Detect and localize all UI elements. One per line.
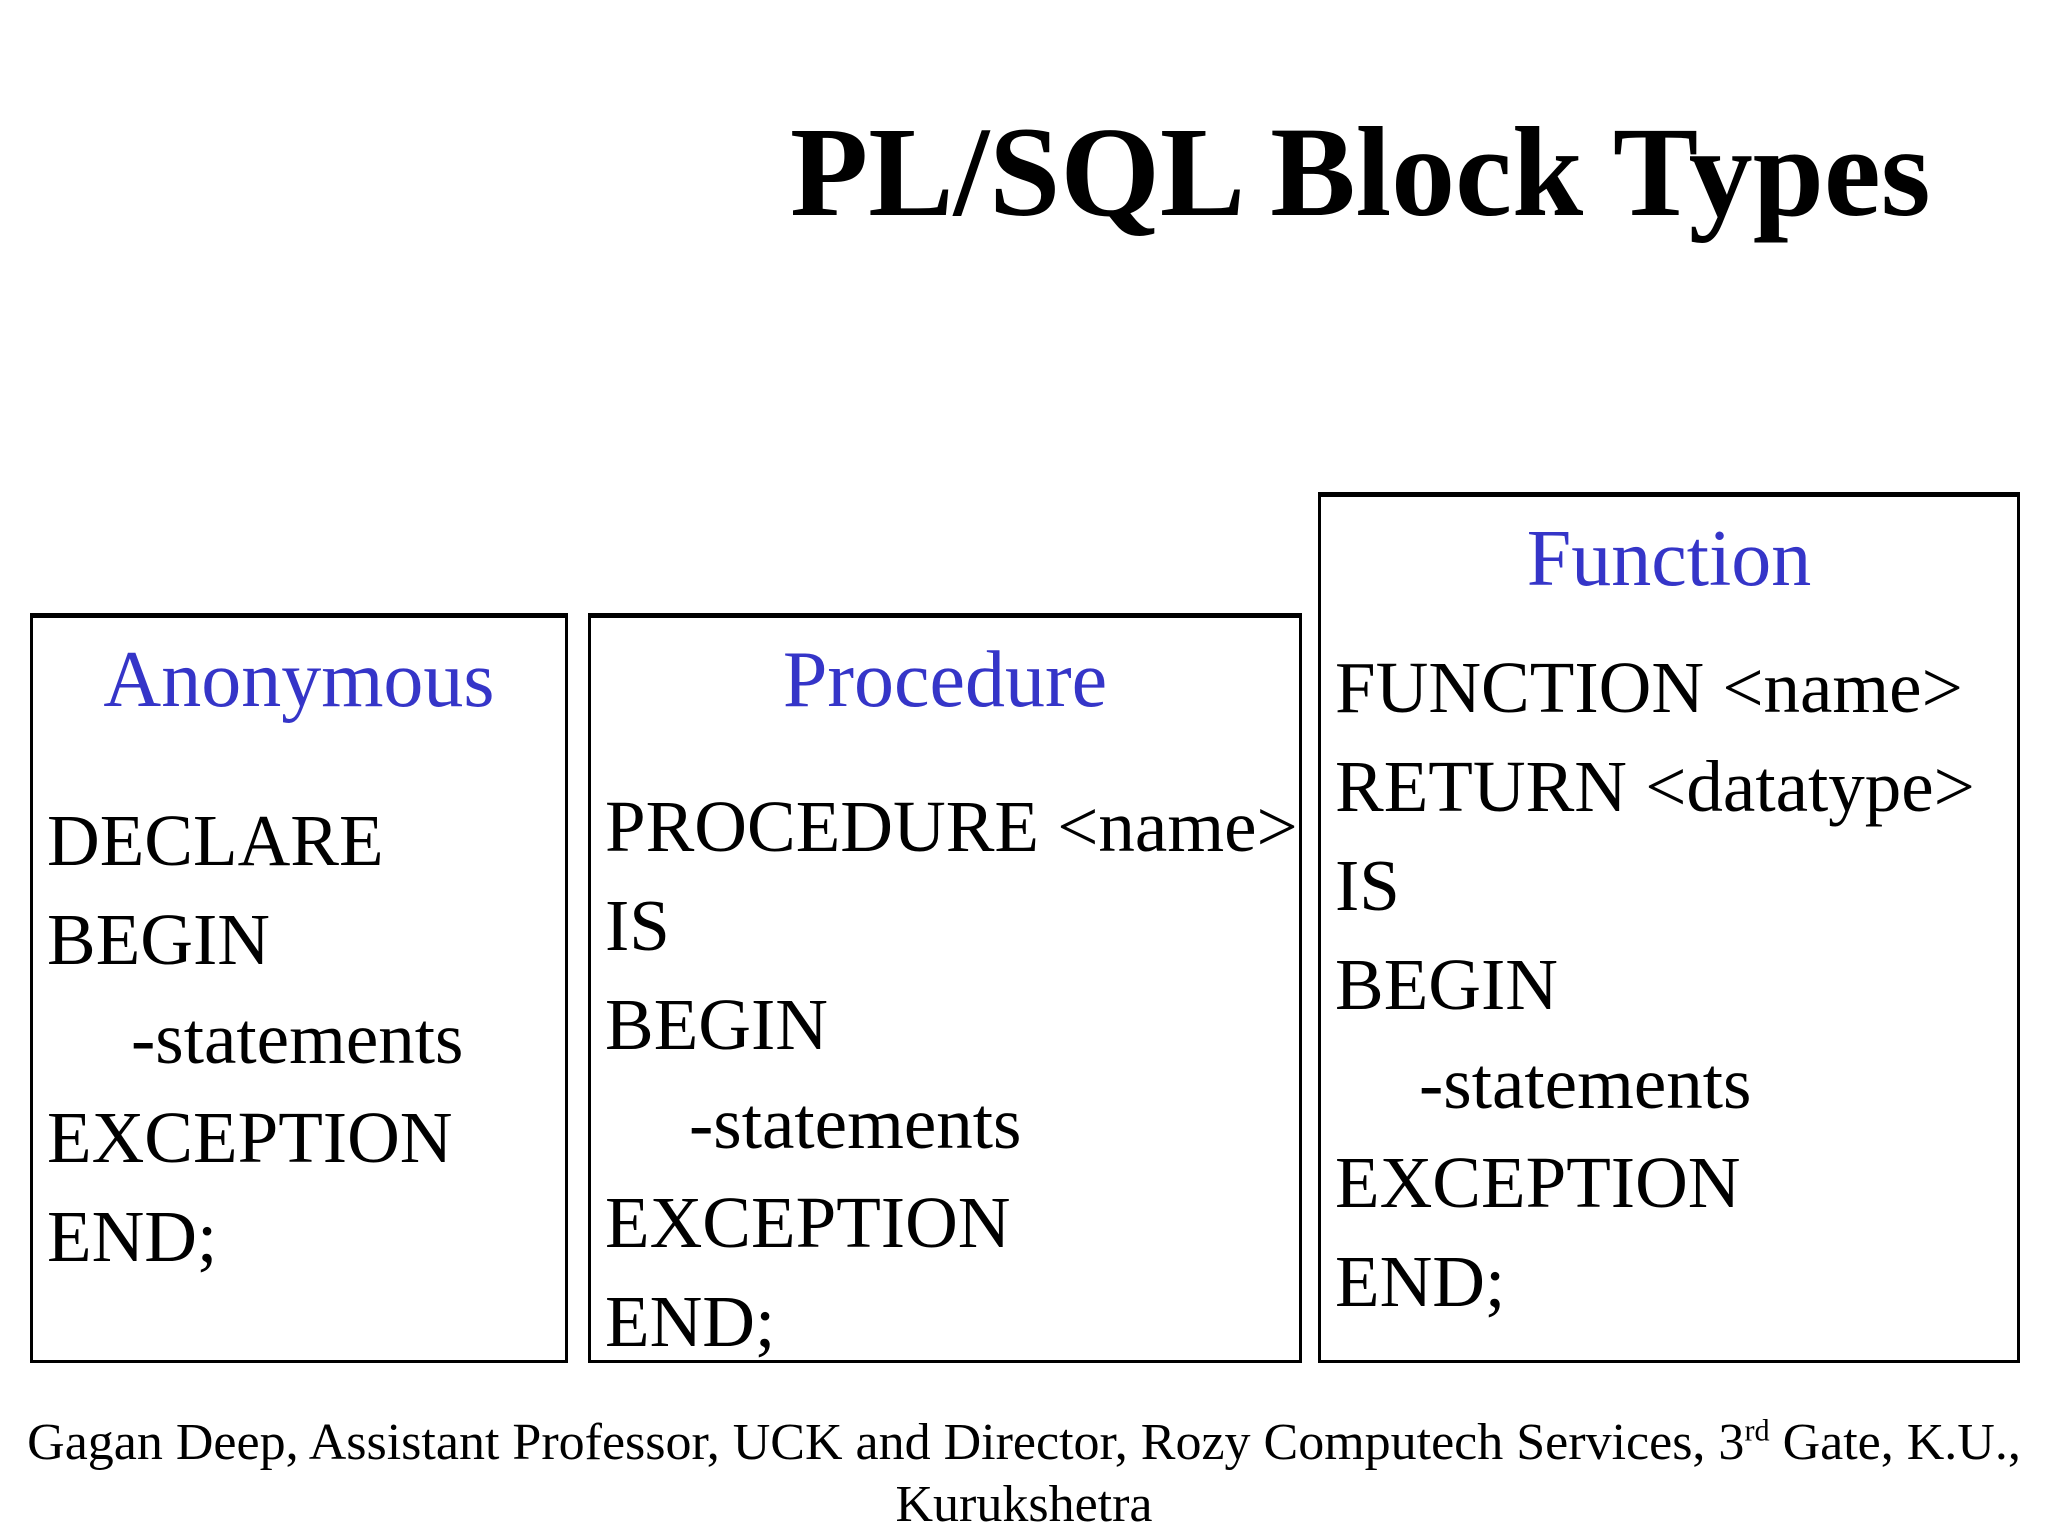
anonymous-box-title: Anonymous <box>103 636 495 724</box>
code-line: -statements <box>1419 1043 1752 1124</box>
function-block-box: Function FUNCTION <name> RETURN <datatyp… <box>1318 492 2020 1363</box>
footer-superscript: rd <box>1744 1413 1770 1448</box>
function-box-title: Function <box>1526 515 1812 603</box>
function-box-body: FUNCTION <name> RETURN <datatype> IS BEG… <box>1321 638 2017 1331</box>
code-line: IS <box>605 885 670 966</box>
anonymous-block-box: Anonymous DECLARE BEGIN -statements EXCE… <box>30 613 568 1363</box>
anonymous-box-body: DECLARE BEGIN -statements EXCEPTION END; <box>33 791 565 1286</box>
code-line: EXCEPTION <box>47 1097 453 1178</box>
code-line: DECLARE <box>47 800 384 881</box>
code-line: END; <box>605 1281 776 1362</box>
procedure-block-box: Procedure PROCEDURE <name> IS BEGIN -sta… <box>588 613 1302 1363</box>
code-line: EXCEPTION <box>1335 1142 1741 1223</box>
code-line: PROCEDURE <name> <box>605 786 1298 867</box>
procedure-box-title: Procedure <box>782 636 1108 724</box>
code-line: -statements <box>131 998 464 1079</box>
code-line: BEGIN <box>1335 944 1559 1025</box>
footer-attribution: Gagan Deep, Assistant Professor, UCK and… <box>0 1412 2048 1536</box>
code-line: BEGIN <box>605 984 829 1065</box>
slide-title: PL/SQL Block Types <box>790 101 1931 243</box>
code-line: EXCEPTION <box>605 1182 1011 1263</box>
code-line: RETURN <datatype> <box>1335 746 1975 827</box>
code-line: IS <box>1335 845 1400 926</box>
code-line: END; <box>1335 1241 1506 1322</box>
code-line: BEGIN <box>47 899 271 980</box>
code-line: -statements <box>689 1083 1022 1164</box>
code-line: FUNCTION <name> <box>1335 647 1963 728</box>
procedure-box-body: PROCEDURE <name> IS BEGIN -statements EX… <box>591 777 1299 1362</box>
code-line: END; <box>47 1196 218 1277</box>
footer-text-after-sup: Gate, K.U., Kurukshetra <box>895 1414 2021 1534</box>
footer-text-before-sup: Gagan Deep, Assistant Professor, UCK and… <box>27 1414 1745 1471</box>
